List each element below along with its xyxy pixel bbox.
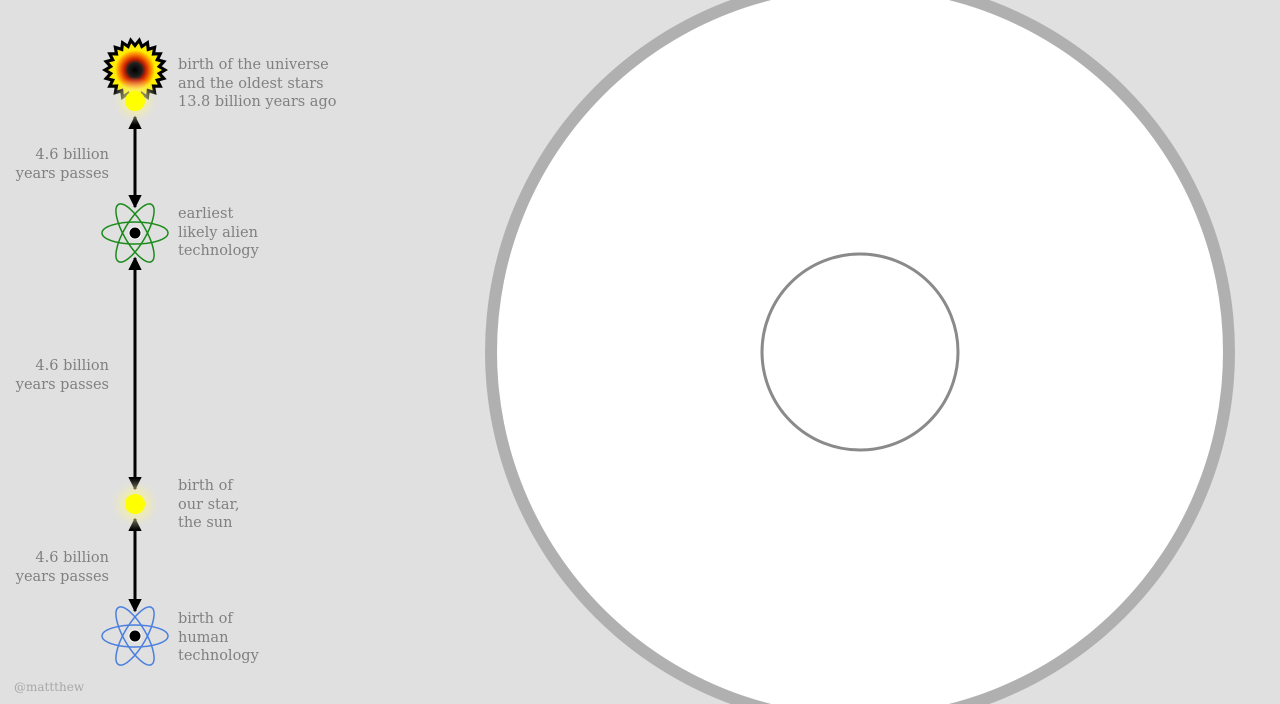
first-star <box>125 91 145 111</box>
inner-ring <box>760 252 960 452</box>
event-label-human: birth of human technology <box>178 611 259 664</box>
big-bang-icon <box>102 37 168 125</box>
author-credit: @mattthew <box>14 680 85 694</box>
span-label-3: 4.6 billion years passes <box>15 550 109 585</box>
span-label-1: 4.6 billion years passes <box>15 147 109 182</box>
event-label-sun: birth of our star, the sun <box>178 478 240 531</box>
disc-face <box>497 0 1223 704</box>
event-label-alien: earliest likely alien technology <box>178 206 259 259</box>
green-atom-icon <box>101 203 169 263</box>
sun-icon <box>109 478 161 530</box>
blue-atom-icon <box>101 606 169 666</box>
large-disc <box>485 0 1235 704</box>
span-label-2: 4.6 billion years passes <box>15 358 109 393</box>
event-label-universe: birth of the universe and the oldest sta… <box>178 57 337 110</box>
